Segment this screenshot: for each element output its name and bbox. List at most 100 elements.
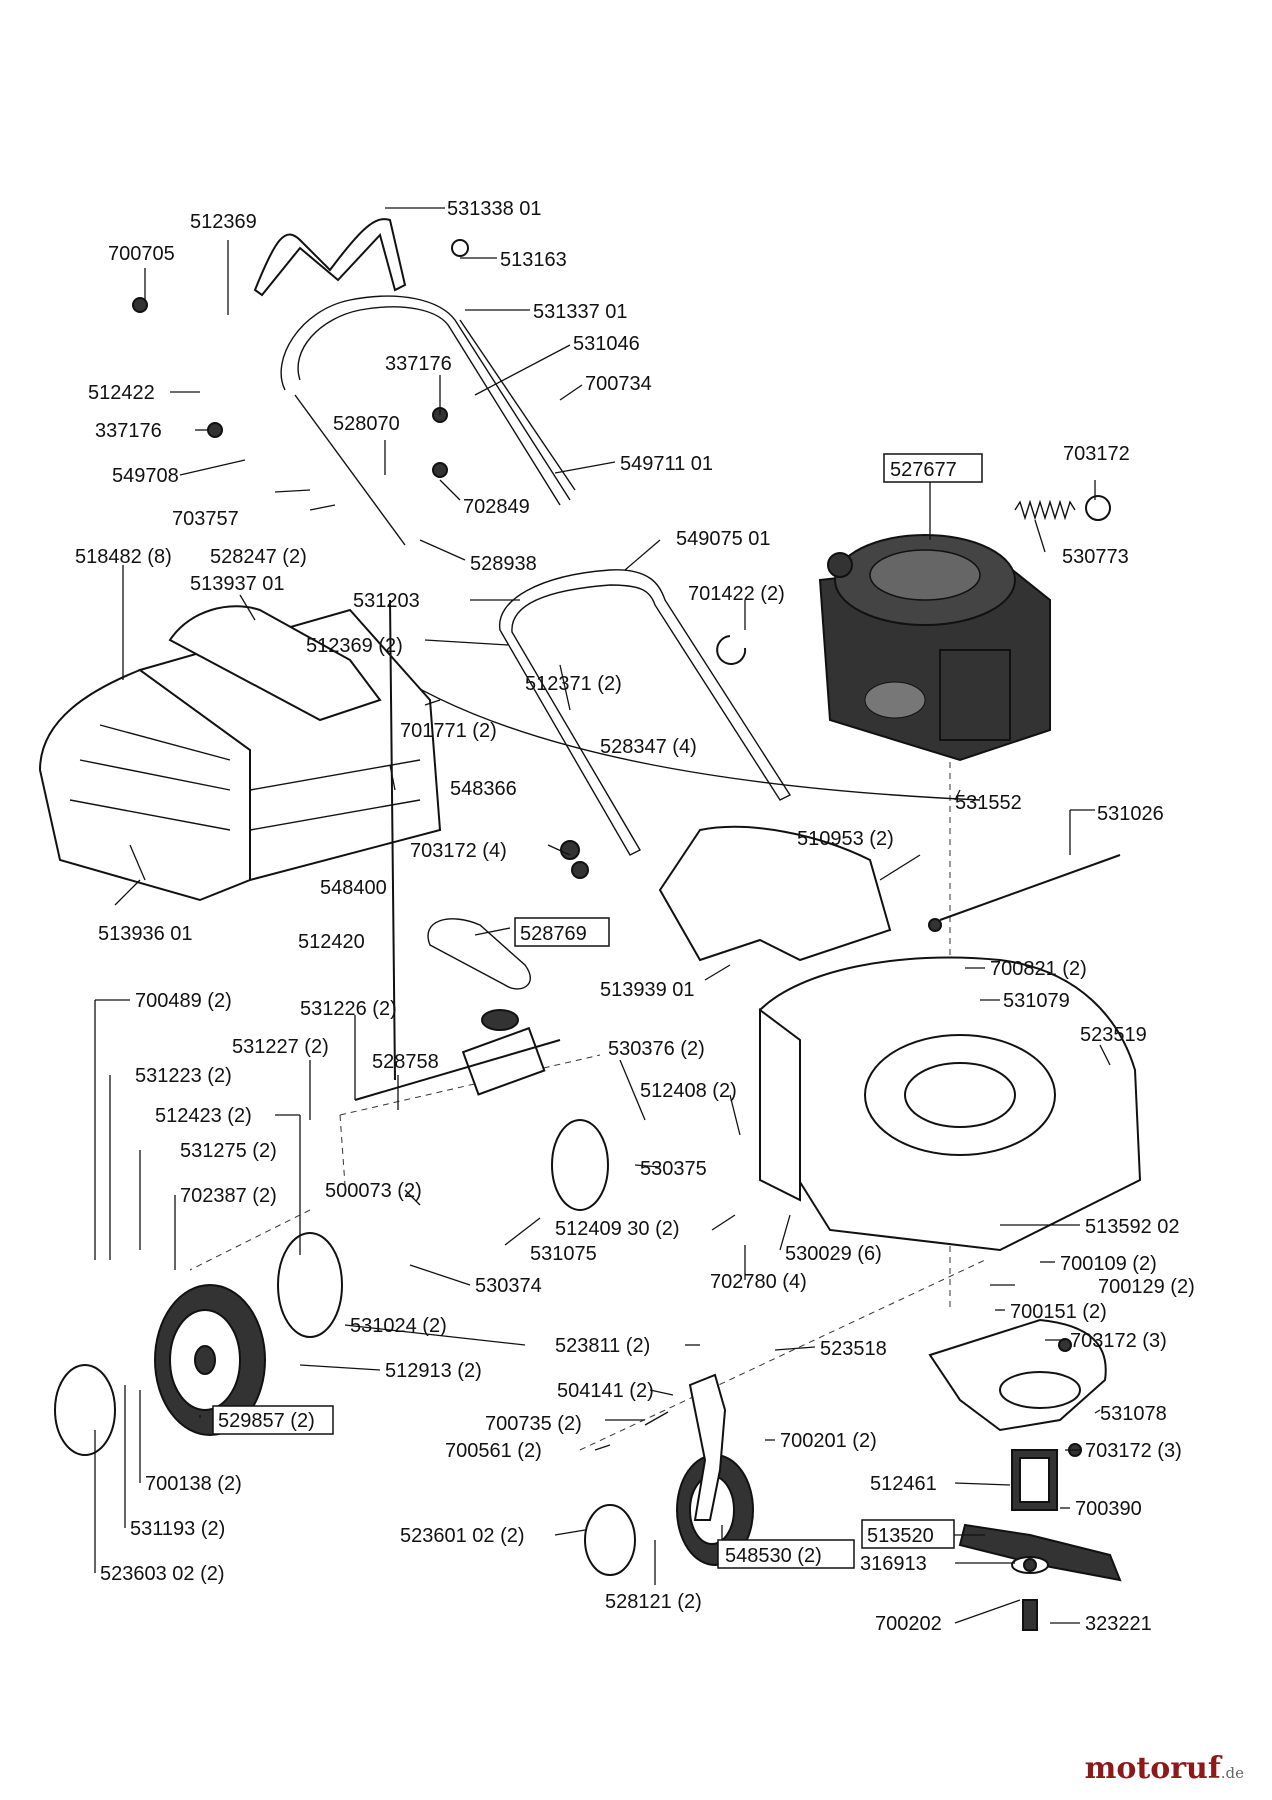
- part-label: 512420: [298, 931, 365, 953]
- gearbox: [461, 1009, 546, 1096]
- part-label: 700821 (2): [990, 958, 1087, 980]
- blade: [958, 1523, 1122, 1582]
- drive-disc: [277, 1232, 343, 1338]
- part-label: 528070: [333, 413, 400, 435]
- part-label: 548366: [450, 778, 517, 800]
- rear-hubcap: [54, 1364, 116, 1456]
- front-wheel: [676, 1454, 754, 1566]
- part-label: 512371 (2): [525, 673, 622, 695]
- part-label: 531078: [1100, 1403, 1167, 1425]
- part-label: 523603 02 (2): [100, 1563, 225, 1585]
- part-label: 703172: [1063, 443, 1130, 465]
- part-label: 530773: [1062, 546, 1129, 568]
- part-label: 513520: [867, 1525, 934, 1547]
- part-label: 512461: [870, 1473, 937, 1495]
- grass-catcher: [38, 605, 442, 902]
- part-label: 701422 (2): [688, 583, 785, 605]
- part-label: 513592 02: [1085, 1216, 1180, 1238]
- part-label: 323221: [1085, 1613, 1152, 1635]
- part-label: 528247 (2): [210, 546, 307, 568]
- part-label: 527677: [890, 459, 957, 481]
- part-label: 531227 (2): [232, 1036, 329, 1058]
- part-label: 528938: [470, 553, 537, 575]
- part-label: 512409 30 (2): [555, 1218, 680, 1240]
- part-label: 523811 (2): [555, 1335, 650, 1357]
- part-label: 700201 (2): [780, 1430, 877, 1452]
- part-label: 531552: [955, 792, 1022, 814]
- part-label: 549711 01: [620, 453, 713, 475]
- part-labels: 531338 01 513163 512369 700705 531337 01…: [75, 198, 1195, 1635]
- leader-lines: [94, 207, 1111, 1624]
- throttle-cable: [379, 664, 981, 801]
- part-label: 337176: [95, 420, 162, 442]
- part-label: 531338 01: [447, 198, 542, 220]
- part-label: 512913 (2): [385, 1360, 482, 1382]
- part-label: 700390: [1075, 1498, 1142, 1520]
- part-label: 700129 (2): [1098, 1276, 1195, 1298]
- part-label: 512369 (2): [306, 635, 403, 657]
- part-label: 702849: [463, 496, 530, 518]
- part-label: 700109 (2): [1060, 1253, 1157, 1275]
- part-label: 513939 01: [600, 979, 695, 1001]
- part-label: 531275 (2): [180, 1140, 277, 1162]
- part-label: 700735 (2): [485, 1413, 582, 1435]
- part-label: 316913: [860, 1553, 927, 1575]
- part-label: 528769: [520, 923, 587, 945]
- part-label: 700138 (2): [145, 1473, 242, 1495]
- part-label: 700151 (2): [1010, 1301, 1107, 1323]
- part-label: 700734: [585, 373, 652, 395]
- part-label: 528121 (2): [605, 1591, 702, 1613]
- part-label: 512423 (2): [155, 1105, 252, 1127]
- part-label: 531193 (2): [130, 1518, 225, 1540]
- part-label: 703172 (3): [1070, 1330, 1167, 1352]
- part-label: 700561 (2): [445, 1440, 542, 1462]
- part-label: 530029 (6): [785, 1243, 882, 1265]
- part-label: 513937 01: [190, 573, 285, 595]
- part-label: 549708: [112, 465, 179, 487]
- part-label: 531337 01: [533, 301, 628, 323]
- main-handle: [280, 295, 576, 546]
- front-hubcap: [584, 1504, 636, 1576]
- part-label: 701771 (2): [400, 720, 497, 742]
- part-label: 512408 (2): [640, 1080, 737, 1102]
- lower-handle: [499, 569, 792, 856]
- part-label: 500073 (2): [325, 1180, 422, 1202]
- spring: [1014, 499, 1076, 521]
- part-label: 523518: [820, 1338, 887, 1360]
- part-label: 531226 (2): [300, 998, 397, 1020]
- part-label: 548530 (2): [725, 1545, 822, 1567]
- part-label: 703757: [172, 508, 239, 530]
- part-label: 703172 (3): [1085, 1440, 1182, 1462]
- part-label: 513163: [500, 249, 567, 271]
- part-label: 531024 (2): [350, 1315, 447, 1337]
- part-label: 530376 (2): [608, 1038, 705, 1060]
- parts-artwork: [38, 218, 1142, 1631]
- rear-flap: [658, 825, 892, 962]
- boxed-labels: [212, 453, 983, 1569]
- part-label: 530375: [640, 1158, 707, 1180]
- part-label: 518482 (8): [75, 546, 172, 568]
- drive-belt: [427, 918, 531, 990]
- part-label: 703172 (4): [410, 840, 507, 862]
- part-label: 510953 (2): [797, 828, 894, 850]
- height-lever: [688, 1373, 727, 1521]
- part-label: 531203: [353, 590, 420, 612]
- part-label: 530374: [475, 1275, 542, 1297]
- part-label: 548400: [320, 877, 387, 899]
- part-label: 528758: [372, 1051, 439, 1073]
- part-label: 531026: [1097, 803, 1164, 825]
- part-label: 549075 01: [676, 528, 771, 550]
- part-label: 531075: [530, 1243, 597, 1265]
- part-label: 512369: [190, 211, 257, 233]
- part-label: 531223 (2): [135, 1065, 232, 1087]
- part-label: 529857 (2): [218, 1410, 315, 1432]
- part-label: 528347 (4): [600, 736, 697, 758]
- part-label: 531046: [573, 333, 640, 355]
- part-label: 523519: [1080, 1024, 1147, 1046]
- site-watermark: motoruf.de: [1084, 1751, 1244, 1786]
- part-label: 531079: [1003, 990, 1070, 1012]
- part-label: 702387 (2): [180, 1185, 277, 1207]
- part-label: 700202: [875, 1613, 942, 1635]
- part-label: 513936 01: [98, 923, 193, 945]
